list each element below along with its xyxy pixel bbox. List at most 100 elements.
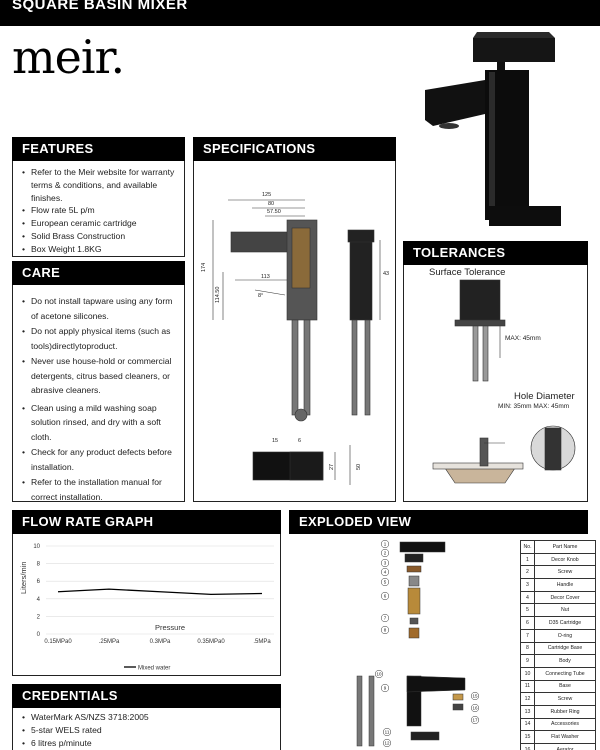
y-tick-label: 2 xyxy=(37,614,41,620)
callout-marker xyxy=(380,683,390,693)
brand-logo: meir. xyxy=(12,30,126,84)
dim-label: 57.50 xyxy=(267,209,281,215)
care-item: Do not apply physical items (such as too… xyxy=(21,324,180,353)
x-tick-label: 0.35MPa0 xyxy=(197,639,225,645)
callout-number: 9 xyxy=(384,686,387,691)
y-tick-label: 8 xyxy=(37,562,41,568)
part-number: 3 xyxy=(520,578,535,592)
x-axis-label: Pressure xyxy=(155,623,185,632)
callout-marker xyxy=(382,727,392,737)
part-name: Flat Washer xyxy=(534,730,596,744)
x-tick-label: 0.15MPa0 xyxy=(44,639,72,645)
part-number: 7 xyxy=(520,628,535,643)
features-item: Refer to the Meir website for warranty t… xyxy=(21,166,180,204)
care-item: Do not install tapware using any form of… xyxy=(21,294,180,323)
dim-label: 6 xyxy=(298,438,301,444)
x-tick-label: 0.3MPa xyxy=(150,639,171,645)
part-name: Connecting Tube xyxy=(534,666,596,681)
callout-marker xyxy=(380,613,390,623)
features-header: FEATURES xyxy=(12,137,185,161)
part-name: Nut xyxy=(534,603,596,618)
part-name: Screw xyxy=(534,565,596,580)
max-label: MAX: 45mm xyxy=(505,335,541,342)
part-name: Cartridge Base xyxy=(534,641,596,656)
part-name: Rubber Ring xyxy=(534,704,596,719)
callout-marker xyxy=(380,539,390,549)
tolerance-illustration xyxy=(432,279,576,484)
features-item: Box Weight 1.8KG xyxy=(21,243,180,256)
y-axis-label: Liters/min xyxy=(19,561,28,594)
callout-marker xyxy=(380,548,390,558)
features-item: European ceramic cartridge xyxy=(21,217,180,230)
features-list: Refer to the Meir website for warranty t… xyxy=(13,161,184,256)
tolerances-header: TOLERANCES xyxy=(403,241,588,265)
care-item: Clean using a mild washing soap solution… xyxy=(21,401,180,445)
callout-marker xyxy=(380,577,390,587)
part-name: Handle xyxy=(534,578,596,592)
care-item: Refer to the installation manual for cor… xyxy=(21,475,180,504)
callout-number: 4 xyxy=(384,570,387,575)
dim-label: 27 xyxy=(329,464,335,470)
callout-marker xyxy=(470,691,480,701)
part-name: Body xyxy=(534,654,596,668)
features-item: Solid Brass Construction xyxy=(21,230,180,243)
callout-marker xyxy=(374,669,384,679)
callout-number: 7 xyxy=(384,616,387,621)
part-name: Aerator xyxy=(534,743,596,750)
part-name: Decor Knob xyxy=(534,552,596,567)
credentials-list: WaterMark AS/NZS 3718:2005 5-star WELS r… xyxy=(13,708,280,749)
hole-range: MIN: 35mm MAX: 45mm xyxy=(498,403,570,410)
x-tick-label: .5MPa xyxy=(253,639,271,645)
part-name: D35 Cartridge xyxy=(534,616,596,630)
part-name: Base xyxy=(534,679,596,694)
part-number: 6 xyxy=(520,616,535,630)
y-tick-label: 4 xyxy=(37,597,41,603)
callout-number: 8 xyxy=(384,628,387,633)
specifications-header: SPECIFICATIONS xyxy=(193,137,396,161)
brand-mark: . xyxy=(110,30,126,84)
credentials-item: 5-star WELS rated xyxy=(21,724,276,737)
callout-number: 12 xyxy=(384,741,390,746)
care-item: Check for any product defects before ins… xyxy=(21,445,180,474)
dim-label: 80 xyxy=(268,201,274,207)
callout-number: 10 xyxy=(376,672,382,677)
callout-number: 6 xyxy=(384,594,387,599)
part-number: 2 xyxy=(520,565,535,580)
dim-label: 113 xyxy=(261,274,270,280)
legend-label: Mixed water xyxy=(138,666,170,672)
x-tick-label: .25MPa xyxy=(99,639,120,645)
series-line xyxy=(57,588,263,596)
part-number: 1 xyxy=(520,552,535,567)
callout-marker xyxy=(380,625,390,635)
callout-number: 3 xyxy=(384,561,387,566)
dim-label: 15 xyxy=(272,438,278,444)
dim-label: 125 xyxy=(262,192,271,198)
part-number: 13 xyxy=(520,704,535,719)
credentials-header: CREDENTIALS xyxy=(12,684,281,708)
callout-marker xyxy=(470,703,480,713)
callout-number: 5 xyxy=(384,580,387,585)
callout-number: 17 xyxy=(472,718,478,723)
callout-number: 2 xyxy=(384,551,387,556)
part-number: 4 xyxy=(520,590,535,605)
y-tick-label: 0 xyxy=(37,632,41,638)
part-number: 10 xyxy=(520,666,535,681)
part-number: 15 xyxy=(520,730,535,744)
product-image xyxy=(425,32,561,226)
parts-header: No. xyxy=(520,540,535,554)
part-number: 16 xyxy=(520,743,535,750)
part-name: O-ring xyxy=(534,628,596,643)
part-name: Screw xyxy=(534,692,596,706)
hole-diameter-title: Hole Diameter xyxy=(514,391,575,402)
